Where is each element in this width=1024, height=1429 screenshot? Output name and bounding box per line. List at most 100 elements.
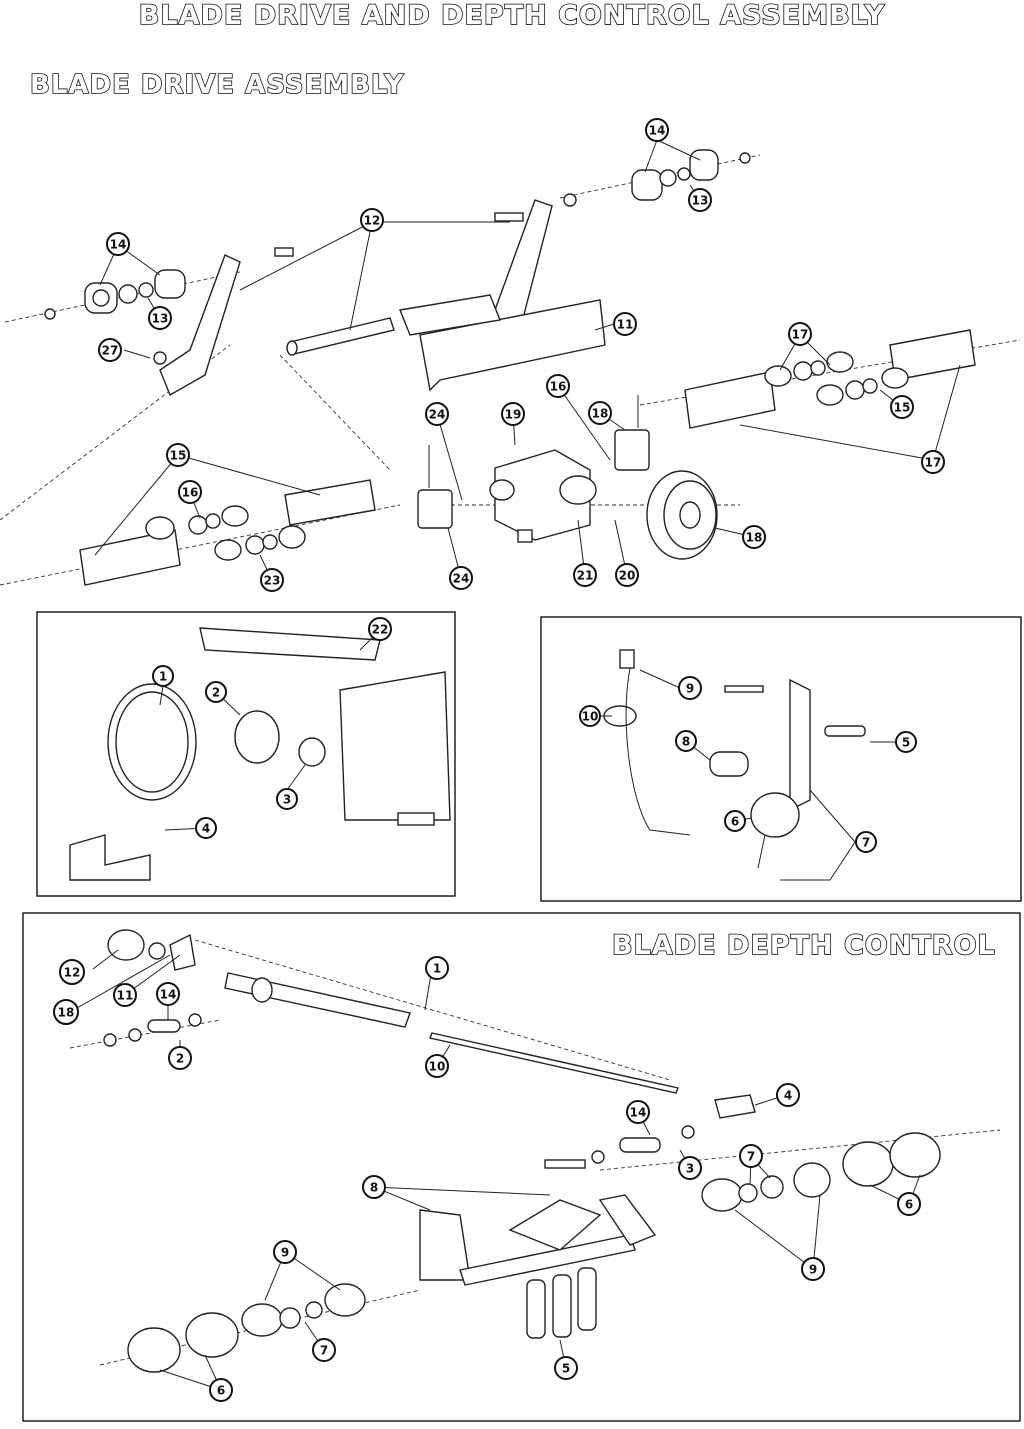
callout-depth-control-7: 7 xyxy=(739,1144,763,1168)
callout-depth-control-18: 18 xyxy=(53,999,79,1025)
svg-text:1: 1 xyxy=(159,670,167,684)
drive-shaft xyxy=(286,317,395,356)
callout-drive-17: 17 xyxy=(788,322,812,346)
callout-depth-control-6: 6 xyxy=(209,1378,233,1402)
left-drive-arm xyxy=(159,254,241,397)
callout-depth-control-9: 9 xyxy=(801,1257,825,1281)
depth-rod xyxy=(224,972,411,1028)
callout-depth-control-7: 7 xyxy=(312,1338,336,1362)
callout-depth-control-4: 4 xyxy=(776,1083,800,1107)
svg-text:18: 18 xyxy=(592,407,609,421)
callout-depth-control-14: 14 xyxy=(626,1100,650,1124)
svg-text:3: 3 xyxy=(283,793,291,807)
svg-text:8: 8 xyxy=(370,1181,378,1195)
svg-text:21: 21 xyxy=(577,569,594,583)
svg-text:2: 2 xyxy=(212,686,220,700)
mounting-bracket xyxy=(419,299,606,392)
plate-set-left xyxy=(79,479,376,586)
svg-text:6: 6 xyxy=(217,1384,225,1398)
callout-drive-16: 16 xyxy=(178,480,202,504)
callout-drive-11: 11 xyxy=(613,312,637,336)
callout-linkage-panel-6: 6 xyxy=(724,810,746,832)
drive-pulley xyxy=(646,470,718,560)
svg-text:14: 14 xyxy=(630,1106,647,1120)
callout-drive-18: 18 xyxy=(588,401,612,425)
gearbox xyxy=(489,449,597,543)
callout-depth-control-1: 1 xyxy=(425,956,449,980)
callout-belt-panel-4: 4 xyxy=(195,817,217,839)
svg-text:6: 6 xyxy=(905,1198,913,1212)
idler-pulley xyxy=(234,710,280,764)
svg-text:7: 7 xyxy=(862,836,870,850)
svg-text:15: 15 xyxy=(170,449,187,463)
callout-depth-control-8: 8 xyxy=(362,1175,386,1199)
sprocket xyxy=(298,737,326,767)
springs-5 xyxy=(526,1267,597,1339)
callout-drive-24: 24 xyxy=(425,402,449,426)
belt-guard xyxy=(199,627,381,661)
svg-text:23: 23 xyxy=(264,574,281,588)
callout-drive-12: 12 xyxy=(360,208,384,232)
callout-depth-control-3: 3 xyxy=(678,1156,702,1180)
bearing-set-left xyxy=(127,1283,366,1373)
lever xyxy=(789,678,811,812)
callout-depth-control-10: 10 xyxy=(425,1054,449,1078)
callout-drive-14: 14 xyxy=(645,118,669,142)
svg-text:24: 24 xyxy=(453,572,470,586)
knob xyxy=(107,929,145,961)
rod-end xyxy=(714,1094,756,1119)
belt-panel xyxy=(36,611,456,897)
svg-text:1: 1 xyxy=(433,962,441,976)
svg-text:3: 3 xyxy=(686,1162,694,1176)
svg-text:19: 19 xyxy=(505,408,522,422)
svg-text:12: 12 xyxy=(364,214,381,228)
lever-hub xyxy=(750,792,800,838)
bearing-set-right xyxy=(701,1132,941,1212)
svg-text:20: 20 xyxy=(619,569,636,583)
svg-text:11: 11 xyxy=(117,989,134,1003)
threaded-rod xyxy=(429,1032,679,1094)
svg-text:4: 4 xyxy=(202,822,210,836)
svg-text:18: 18 xyxy=(746,531,763,545)
belt-guard-clip xyxy=(69,834,151,881)
callout-drive-15: 15 xyxy=(890,395,914,419)
bearing-flange-top-right xyxy=(631,149,751,201)
svg-text:16: 16 xyxy=(182,486,199,500)
svg-text:18: 18 xyxy=(58,1006,75,1020)
plate-set-right xyxy=(684,329,976,429)
bearing-flange-left xyxy=(44,269,186,320)
svg-text:9: 9 xyxy=(809,1263,817,1277)
callout-drive-20: 20 xyxy=(615,563,639,587)
svg-text:7: 7 xyxy=(747,1150,755,1164)
coupler-left xyxy=(417,489,453,529)
pivot-pin-top xyxy=(103,1013,202,1047)
callout-linkage-panel-7: 7 xyxy=(855,831,877,853)
callout-drive-14: 14 xyxy=(106,232,130,256)
spring-8 xyxy=(709,751,749,777)
svg-text:17: 17 xyxy=(792,328,809,342)
nut xyxy=(153,351,167,365)
svg-text:9: 9 xyxy=(686,682,694,696)
callout-depth-control-14: 14 xyxy=(156,982,180,1006)
callout-drive-23: 23 xyxy=(260,568,284,592)
svg-text:16: 16 xyxy=(550,380,567,394)
callout-belt-panel-22: 22 xyxy=(368,617,392,641)
callout-belt-panel-2: 2 xyxy=(205,681,227,703)
callout-belt-panel-1: 1 xyxy=(152,665,174,687)
callout-drive-27: 27 xyxy=(98,338,122,362)
svg-text:2: 2 xyxy=(176,1052,184,1066)
svg-text:12: 12 xyxy=(64,966,81,980)
callout-drive-21: 21 xyxy=(573,563,597,587)
page-title: BLADE DRIVE AND DEPTH CONTROL ASSEMBLY xyxy=(138,0,886,32)
svg-text:10: 10 xyxy=(429,1060,446,1074)
blade-drive-assembly xyxy=(0,139,1021,586)
callout-linkage-panel-9: 9 xyxy=(678,676,702,700)
svg-text:17: 17 xyxy=(925,456,942,470)
cable-clamp xyxy=(619,649,635,669)
callout-linkage-panel-5: 5 xyxy=(895,731,917,753)
blade-depth-control xyxy=(22,912,1021,1422)
callout-linkage-panel-10: 10 xyxy=(579,705,601,727)
callout-depth-control-11: 11 xyxy=(113,983,137,1007)
callout-drive-13: 13 xyxy=(148,306,172,330)
